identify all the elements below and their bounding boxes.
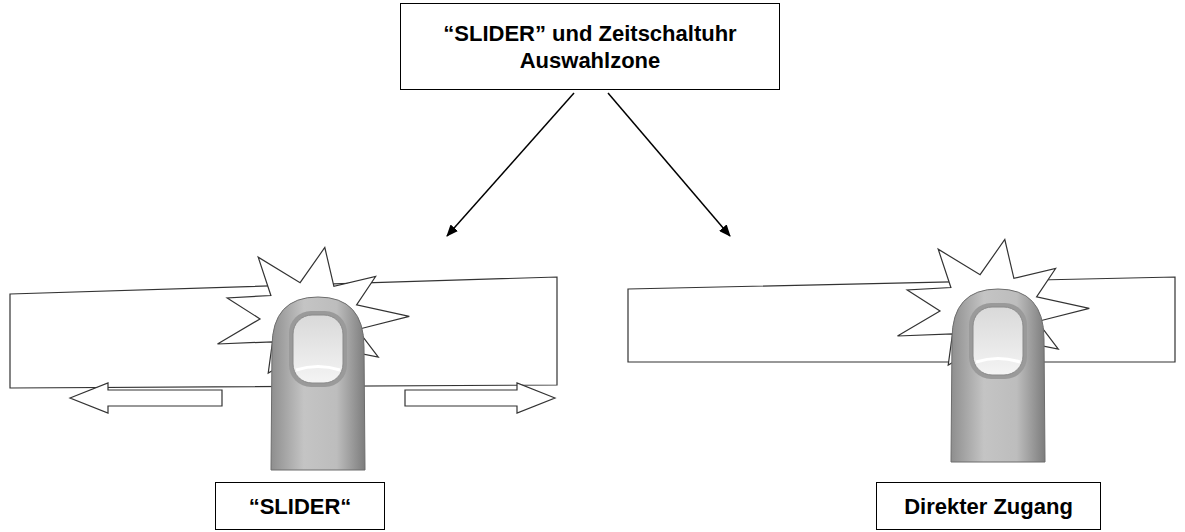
finger [271, 297, 365, 470]
callout-box: “SLIDER” und Zeitschaltuhr Auswahlzone [400, 3, 780, 90]
slide-arrow [70, 383, 222, 413]
label-text: Direkter Zugang [904, 493, 1073, 520]
leader-arrow [608, 93, 730, 236]
label-text: “SLIDER” und Zeitschaltuhr Auswahlzone [418, 20, 763, 74]
leader-arrow [447, 93, 574, 236]
caption-box: Direkter Zugang [876, 482, 1101, 530]
touch-bar [628, 277, 1175, 362]
finger [951, 289, 1045, 462]
label-text: “SLIDER“ [249, 493, 352, 520]
slide-arrow [405, 383, 555, 413]
caption-box: “SLIDER“ [215, 482, 385, 530]
